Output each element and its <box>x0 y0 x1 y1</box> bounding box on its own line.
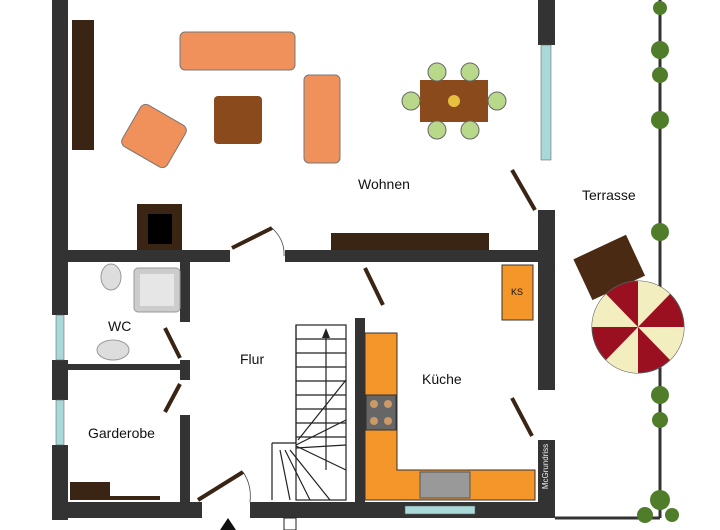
doors <box>163 169 537 503</box>
bathroom-fixtures <box>96 263 181 361</box>
fridge <box>501 264 534 321</box>
room-label-flur: Flur <box>240 351 265 367</box>
stair-winder <box>295 445 347 471</box>
stair-winder <box>295 444 347 449</box>
room-label-garderobe: Garderobe <box>88 425 155 441</box>
windows <box>55 44 552 515</box>
stair-winder <box>295 419 347 446</box>
room-label-kueche: Küche <box>422 371 462 387</box>
kitchen-counter <box>364 332 536 501</box>
stair-winder <box>284 449 311 501</box>
wardrobe <box>70 482 160 500</box>
room-label-wc: WC <box>108 318 132 334</box>
hedge-plants <box>637 1 679 523</box>
entrance-arrow <box>220 517 297 530</box>
watermark-box <box>538 440 555 500</box>
walls <box>52 0 555 520</box>
watermark-text: McGrundriss <box>541 443 551 490</box>
terrace-furniture <box>573 234 685 374</box>
room-label-wohnen: Wohnen <box>358 176 410 192</box>
stair-winder <box>289 449 331 501</box>
room-label-terrasse: Terrasse <box>582 187 636 203</box>
kitchen-sink <box>419 471 471 499</box>
staircase <box>271 324 347 501</box>
stair-winder <box>279 449 291 501</box>
fridge-label: KS <box>511 287 524 297</box>
living-furniture <box>72 20 507 250</box>
